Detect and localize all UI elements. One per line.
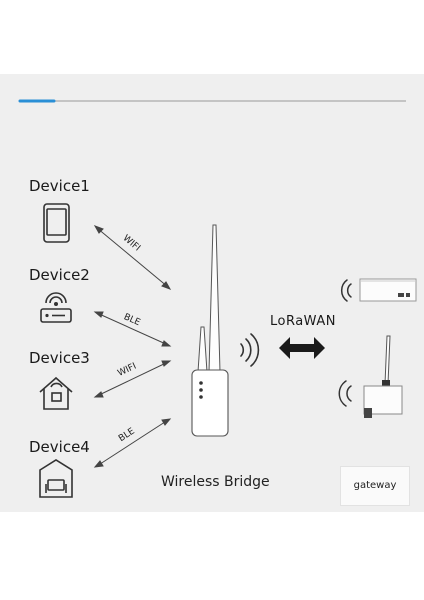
- arrowhead: [93, 225, 104, 234]
- arrowhead: [93, 460, 104, 468]
- arrowhead: [161, 418, 172, 426]
- gateway-label-box: gateway: [340, 466, 410, 506]
- bridge-label: Wireless Bridge: [161, 474, 270, 490]
- gateway-antenna-icon: [338, 335, 403, 418]
- arrowhead: [161, 281, 172, 290]
- arrowhead: [93, 391, 104, 398]
- device-label-3: Device3: [29, 349, 90, 367]
- protocol-label: LoRaWAN: [270, 314, 336, 329]
- tv-box-icon: [39, 459, 73, 498]
- wireless-bridge-icon: [191, 224, 229, 437]
- device-label-4: Device4: [29, 438, 90, 456]
- device-label-1: Device1: [29, 177, 90, 195]
- link-line-device1: [96, 227, 169, 288]
- link-line-device2: [96, 312, 169, 346]
- link-line-device3: [96, 361, 169, 397]
- wifi-router-icon: [40, 292, 72, 323]
- smart-home-icon: [39, 376, 73, 410]
- smartphone-icon: [43, 203, 70, 243]
- link-line-device4: [96, 419, 169, 467]
- connection-links: [93, 225, 172, 468]
- device-label-2: Device2: [29, 266, 90, 284]
- bridge-signal-icon: [240, 333, 260, 367]
- link-label-device3: WIFI: [116, 362, 138, 379]
- gateway-label: gateway: [353, 480, 397, 491]
- gateway-module-icon: [340, 278, 417, 302]
- double-arrow-icon: [279, 337, 325, 359]
- arrowhead: [161, 340, 172, 347]
- arrowhead: [161, 360, 172, 367]
- arrowhead: [93, 311, 104, 318]
